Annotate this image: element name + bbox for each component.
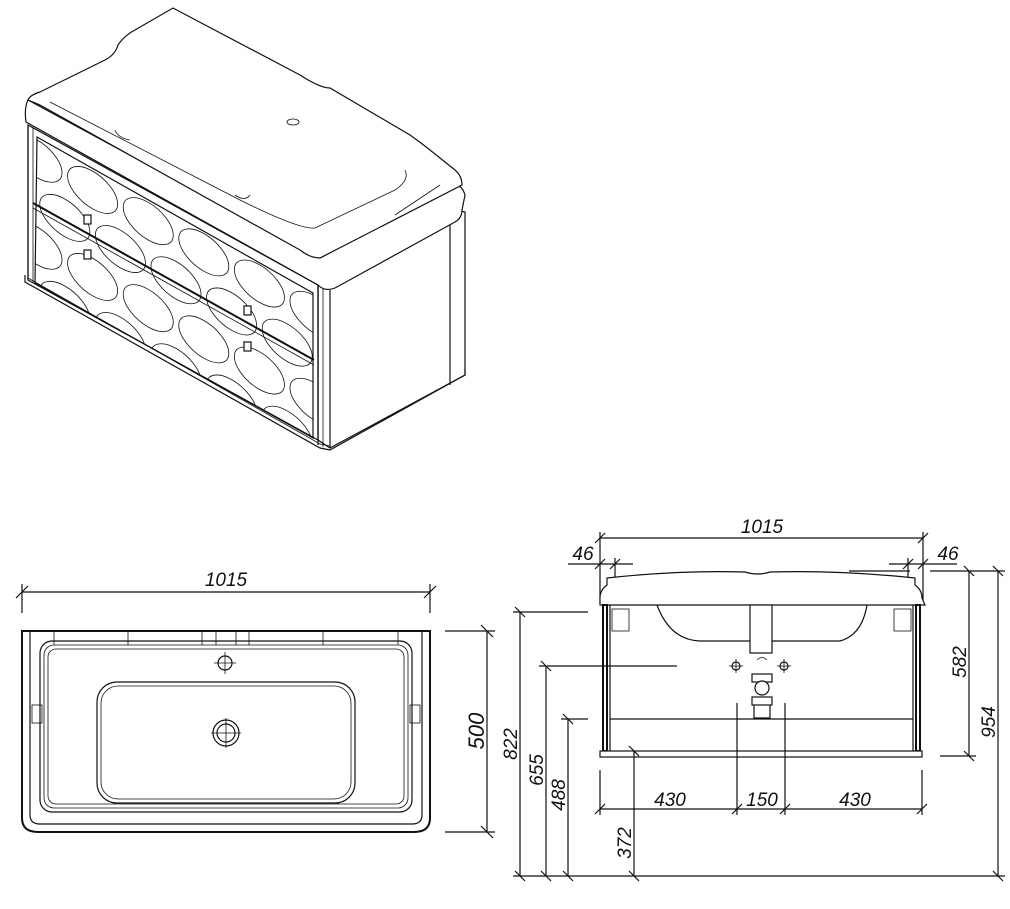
front-left-overhang-label: 46 — [572, 544, 594, 565]
drawer-handle — [243, 305, 252, 316]
height-954-label: 954 — [979, 706, 1000, 738]
plan-basin — [96, 681, 356, 804]
height-488-label: 488 — [549, 779, 570, 811]
height-582-label: 582 — [950, 646, 971, 678]
drawer-handle — [83, 249, 92, 260]
drain-pipe — [749, 604, 773, 654]
drawer-divider — [32, 202, 315, 361]
cabinet-base — [599, 750, 923, 758]
drawer-handle — [243, 341, 252, 352]
tap-hole — [286, 118, 300, 126]
front-right-overhang-label: 46 — [937, 544, 959, 565]
plan-view: 1015 500 — [15, 570, 495, 839]
plan-depth-label: 500 — [464, 712, 489, 749]
height-655-label: 655 — [527, 754, 548, 786]
plan-width-label: 1015 — [205, 570, 248, 591]
wall-bracket — [893, 608, 912, 632]
basin-outline — [49, 101, 407, 229]
drawer-handle — [83, 214, 92, 225]
height-822-label: 822 — [501, 728, 522, 760]
isometric-view — [24, 7, 466, 451]
bottom-center-label: 150 — [746, 790, 778, 811]
siphon — [751, 657, 773, 719]
front-countertop — [599, 571, 926, 606]
front-width-label: 1015 — [741, 517, 784, 538]
countertop-top — [27, 7, 463, 259]
front-view: 1015 46 46 — [501, 517, 1005, 882]
wall-bracket — [611, 608, 630, 632]
bottom-left-label: 430 — [654, 790, 686, 811]
height-372-label: 372 — [615, 827, 636, 859]
countertop-edge — [24, 99, 466, 291]
bottom-right-label: 430 — [839, 790, 871, 811]
plan-counter-outline — [39, 640, 413, 813]
plan-outer-outline — [21, 630, 431, 833]
